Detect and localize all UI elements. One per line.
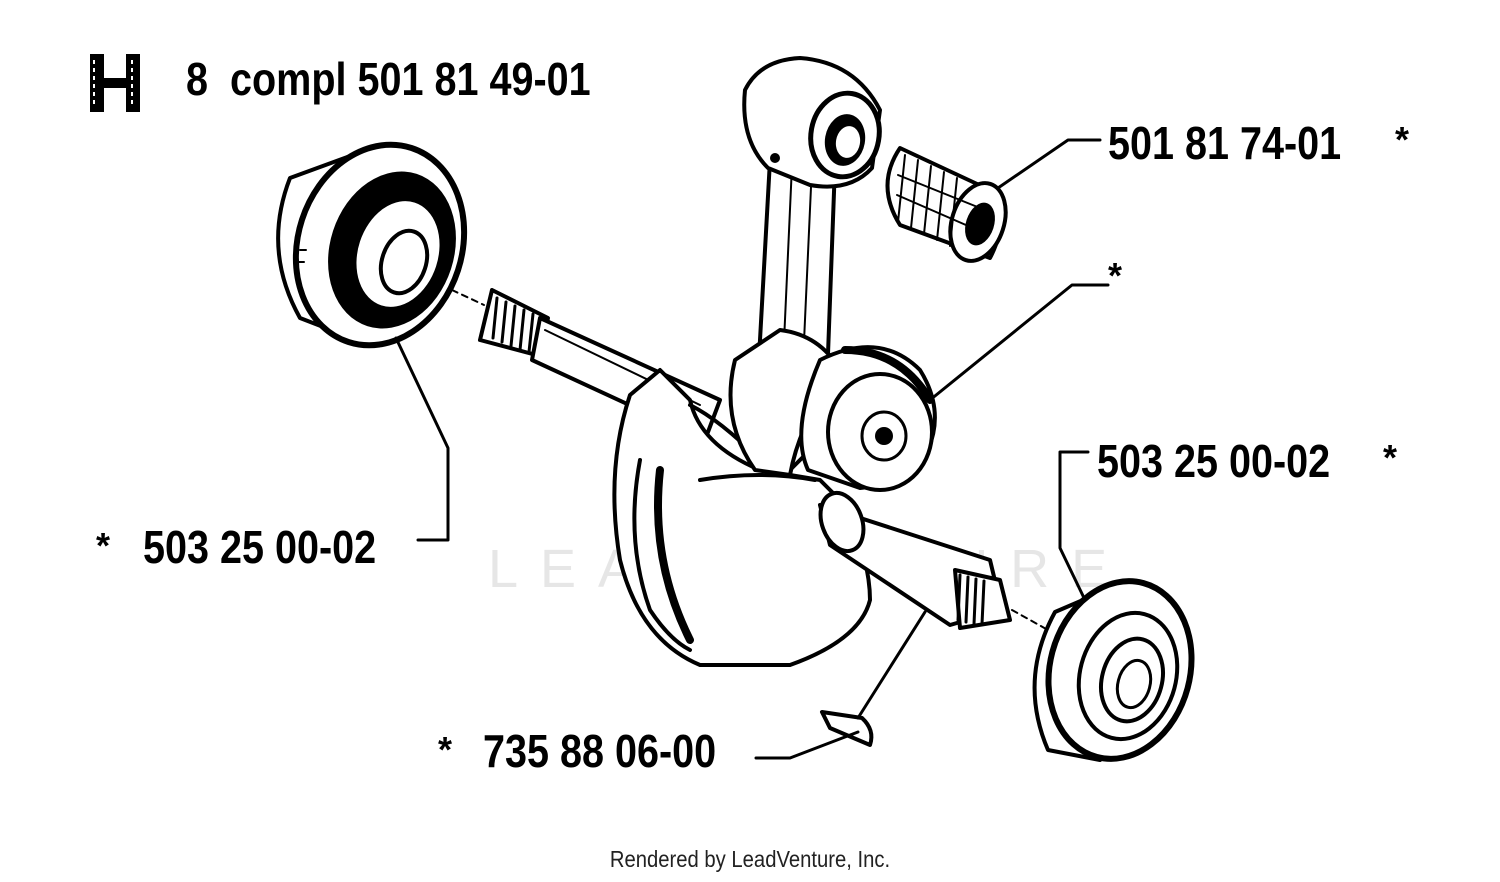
needle-bearing — [885, 146, 1008, 263]
star-needle-bearing: * — [1395, 119, 1410, 160]
right-crank-shaft — [818, 490, 1049, 631]
leader-lines — [394, 138, 1110, 760]
leader-woodruff-key — [754, 610, 927, 760]
h-icon — [90, 54, 140, 112]
star-crank-pin: * — [1108, 255, 1123, 296]
label-left-bearing: 503 25 00-02 — [143, 521, 377, 573]
woodruff-key — [820, 710, 874, 747]
title-text: 8 compl 501 81 49-01 — [186, 53, 591, 105]
leader-right-bearing — [1058, 450, 1090, 602]
leader-needle-bearing — [996, 138, 1102, 190]
leader-left-bearing — [394, 336, 450, 542]
footer-credit: Rendered by LeadVenture, Inc. — [609, 846, 891, 872]
leader-crank-pin — [928, 283, 1110, 402]
label-needle-bearing: 501 81 74-01 — [1108, 117, 1342, 169]
star-left-bearing: * — [96, 525, 111, 566]
label-woodruff-key: 735 88 06-00 — [483, 725, 717, 777]
star-woodruff-key: * — [438, 729, 453, 770]
right-crank-cheek — [799, 345, 937, 492]
right-ball-bearing — [1032, 578, 1195, 762]
left-ball-bearing — [276, 141, 468, 349]
label-right-bearing: 503 25 00-02 — [1097, 435, 1331, 487]
star-right-bearing: * — [1383, 437, 1398, 478]
